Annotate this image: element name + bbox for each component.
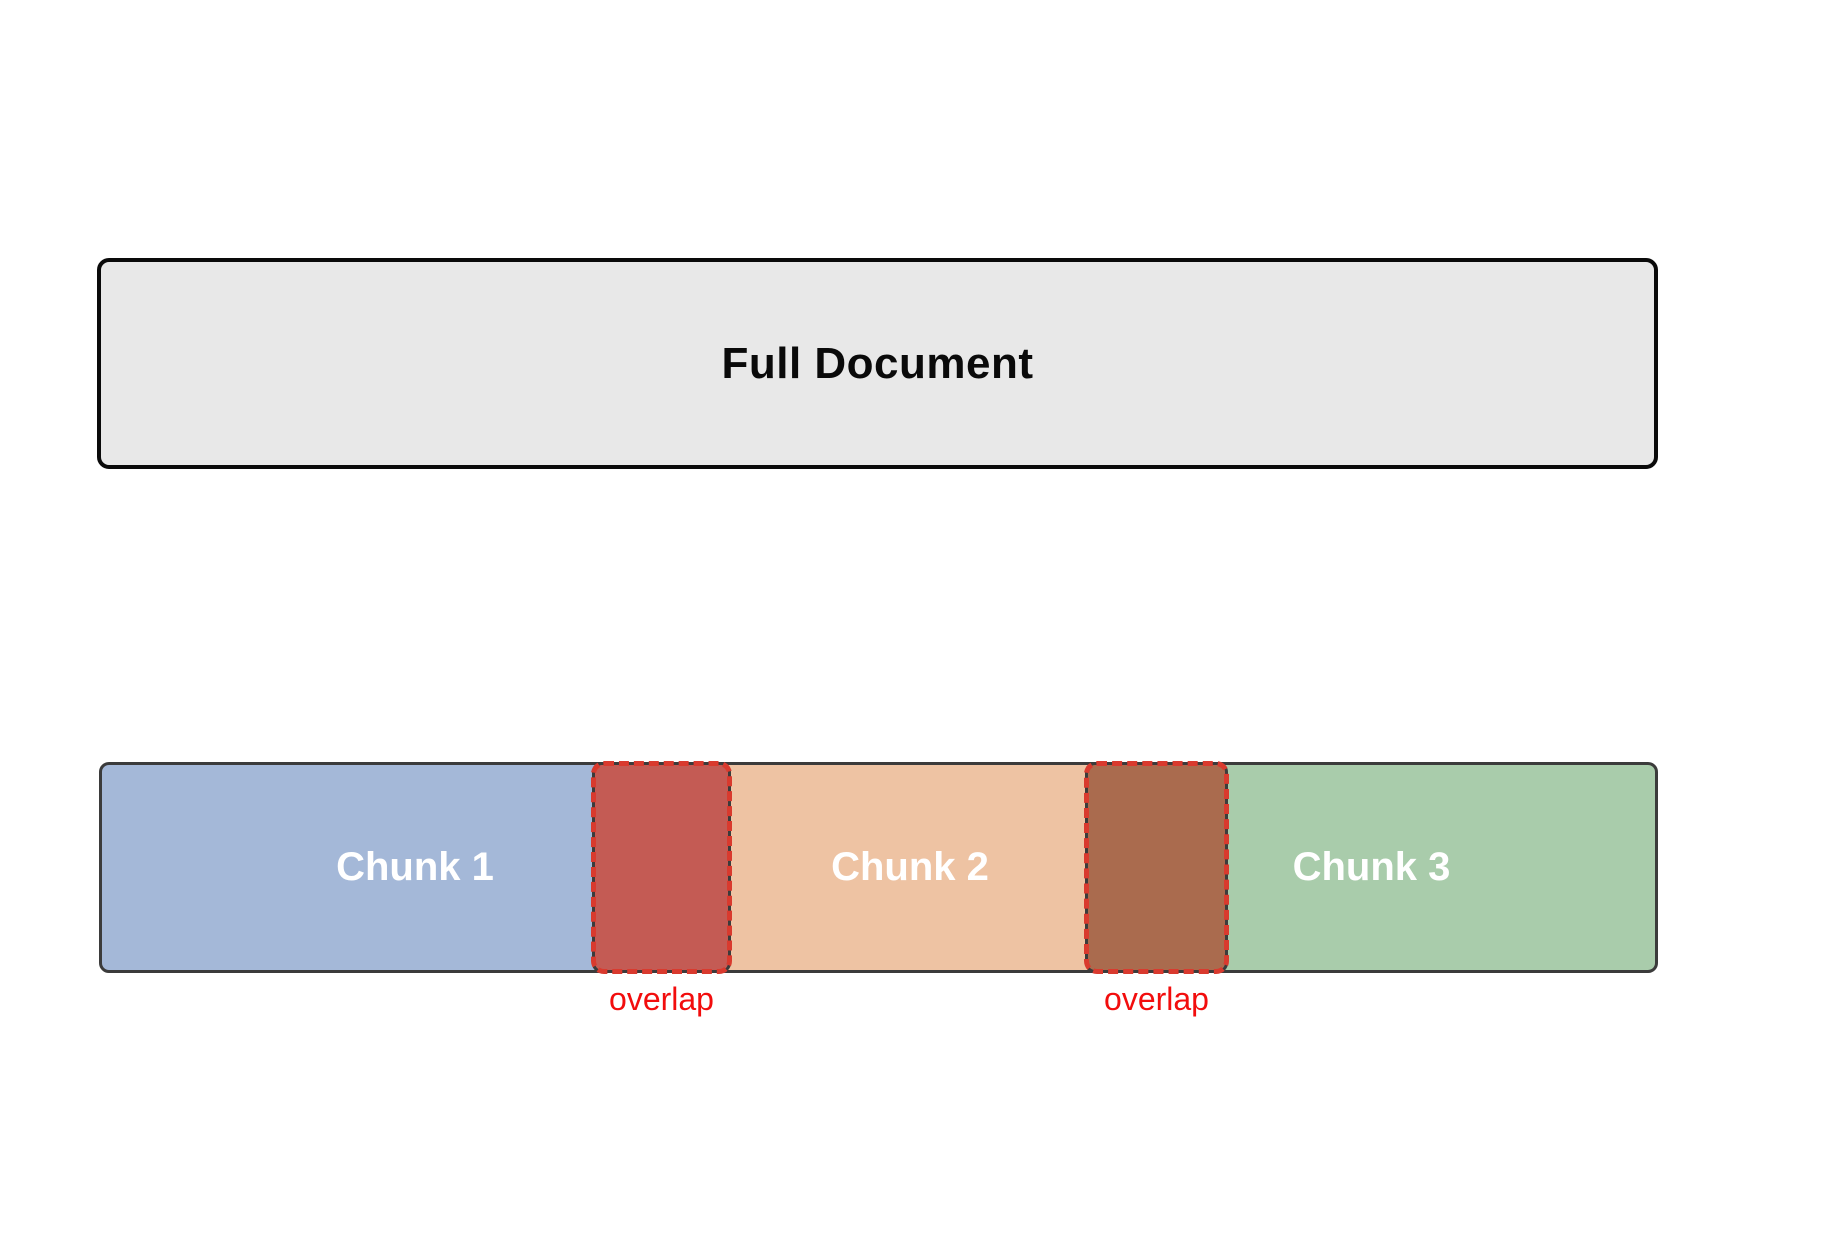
chunk-1-label: Chunk 1 [336, 845, 494, 889]
chunk-row: Chunk 1 Chunk 2 Chunk 3 overlap overlap [99, 761, 1658, 1017]
full-document-label: Full Document [721, 338, 1034, 388]
overlap-1-box [591, 761, 732, 974]
overlap-2-box [1084, 761, 1229, 974]
overlap-2-label: overlap [1104, 981, 1209, 1017]
overlap-1-label: overlap [609, 981, 714, 1017]
full-document-box: Full Document [97, 258, 1658, 469]
chunk-3-label: Chunk 3 [1292, 845, 1451, 889]
chunk-2-label: Chunk 2 [831, 845, 989, 889]
